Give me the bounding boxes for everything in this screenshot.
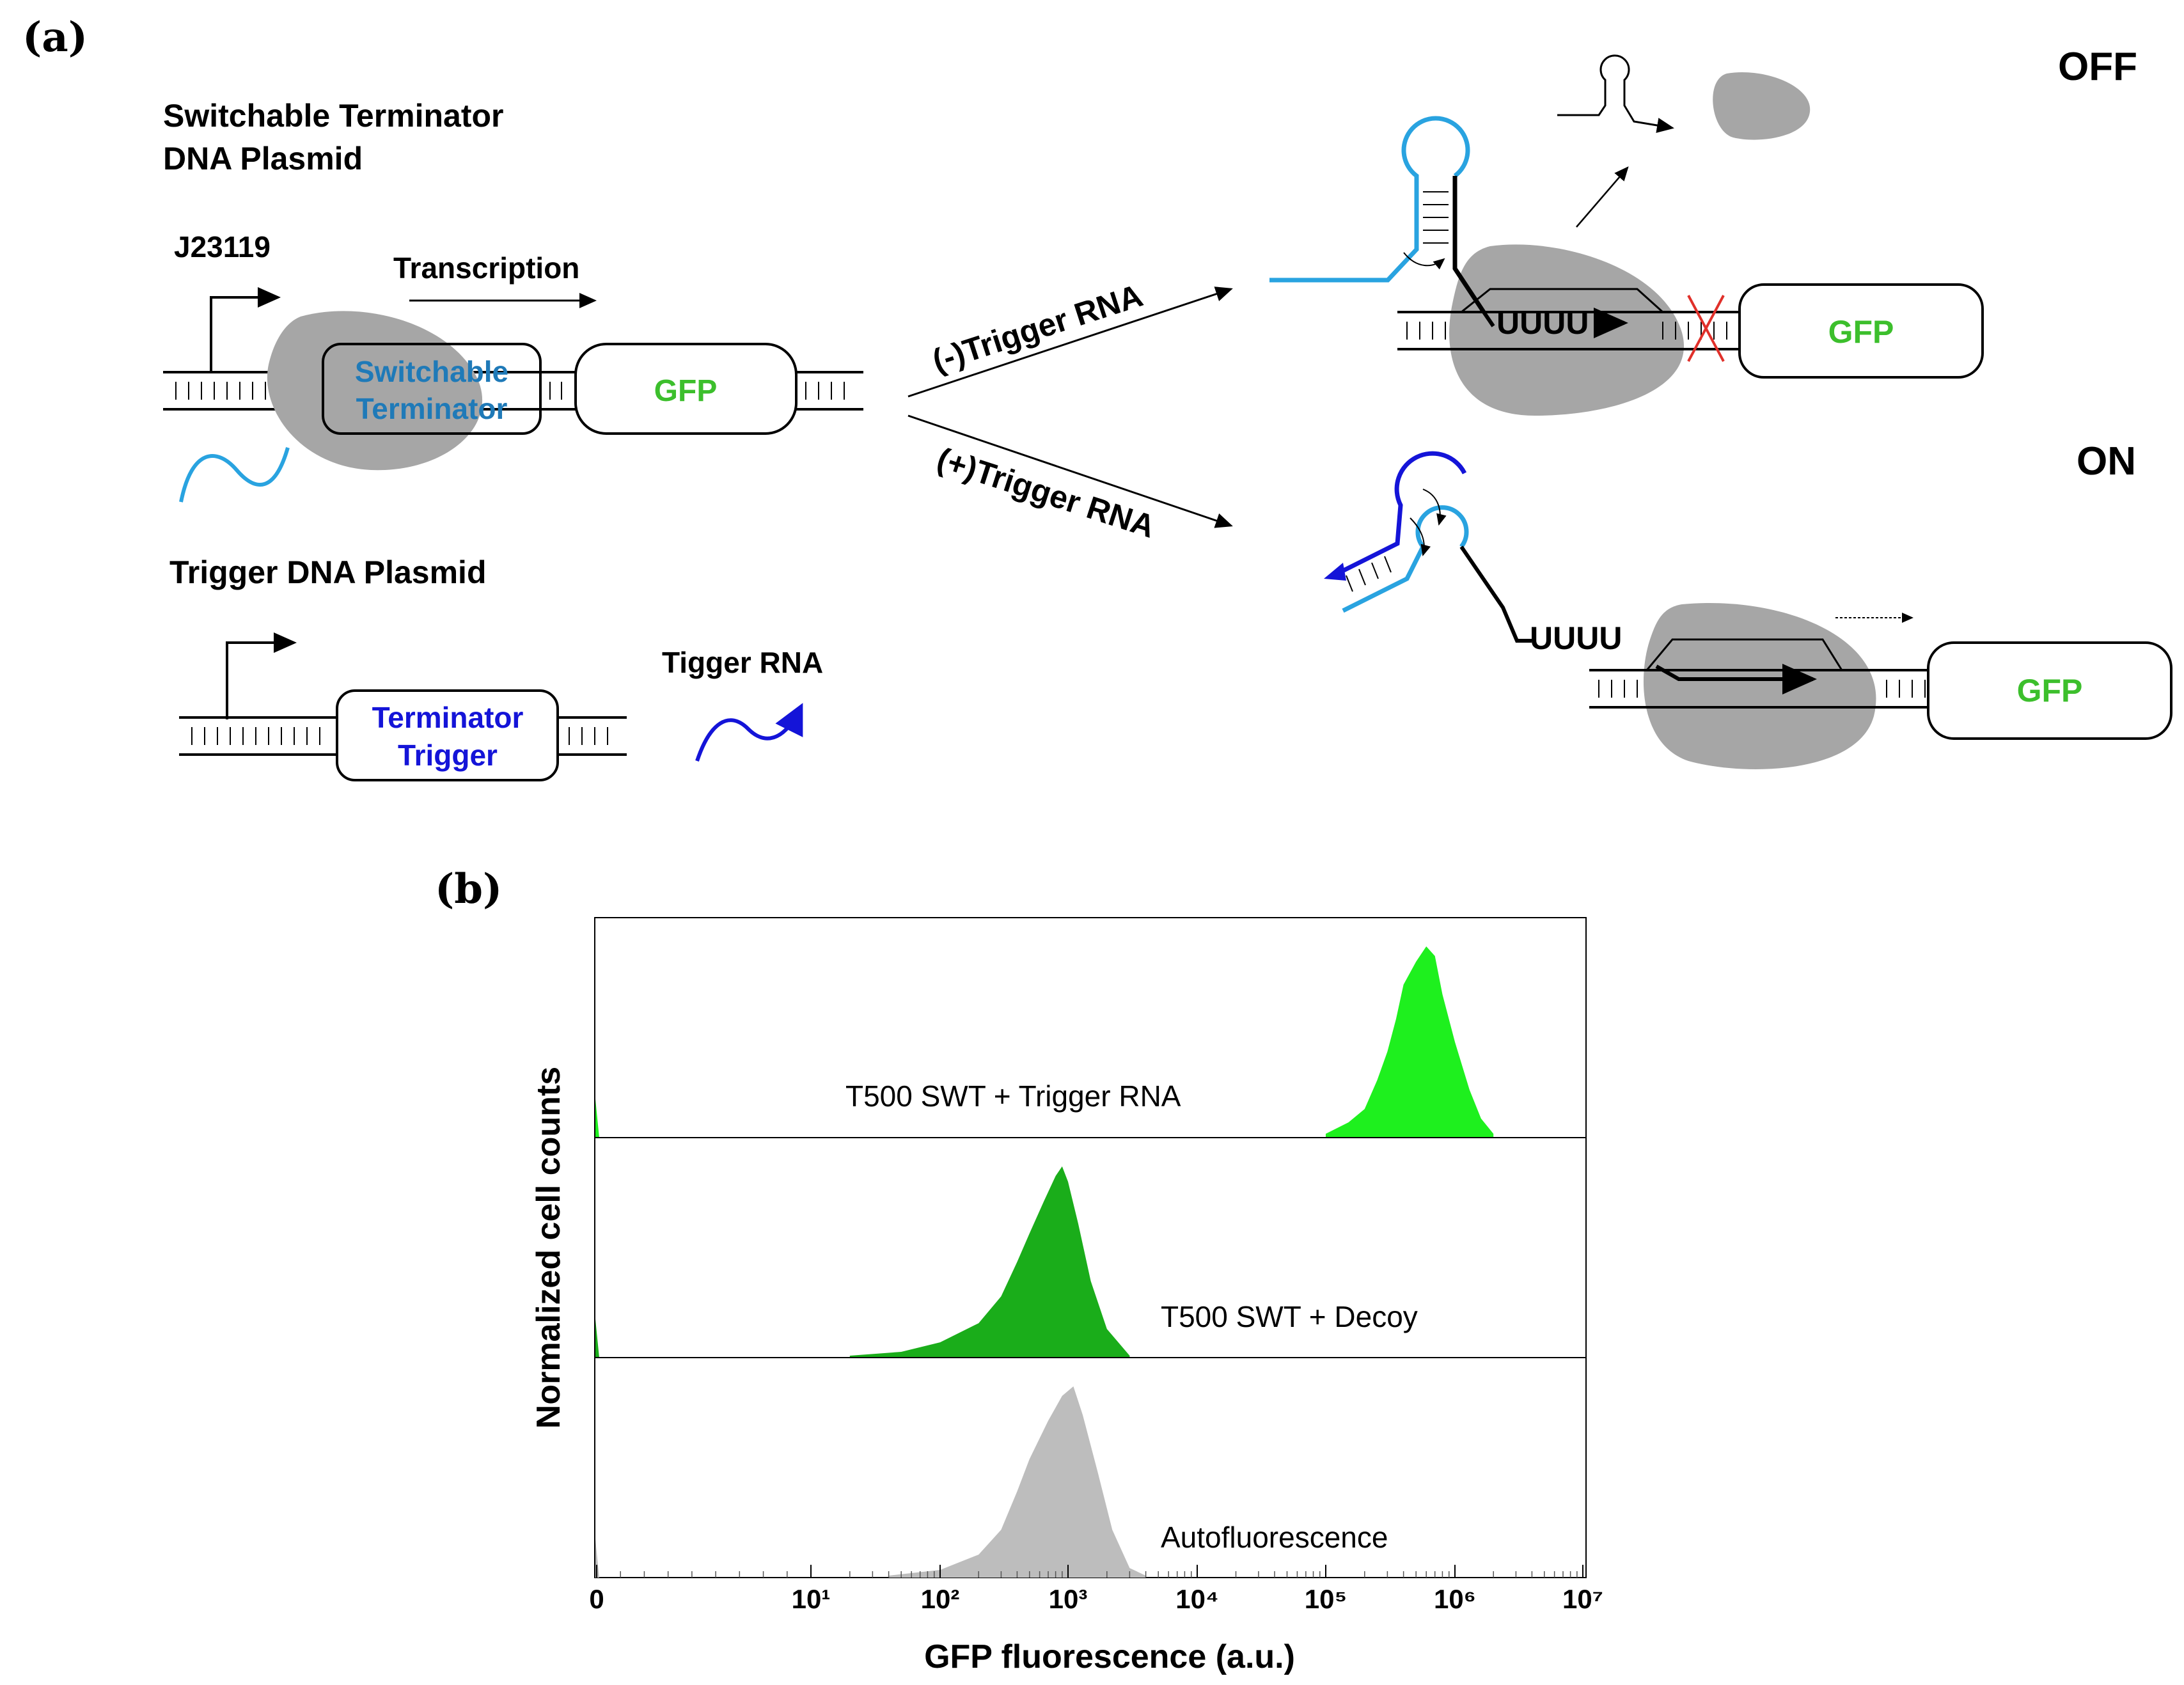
x-tick-label: 10⁵	[1305, 1584, 1347, 1614]
panel-b-label: (b)	[435, 865, 502, 913]
gfp-label-on: GFP	[2017, 673, 2083, 709]
trigger-promoter-arrow	[226, 632, 297, 719]
x-tick-label: 10²	[921, 1584, 960, 1614]
y-axis-label: Normalized cell counts	[530, 1067, 567, 1429]
plasmid1-title-line2: DNA Plasmid	[163, 141, 363, 176]
on-label: ON	[2077, 439, 2136, 483]
on-dna	[1589, 669, 1931, 709]
minus-trigger-arrow	[907, 286, 1233, 398]
rna-polymerase-off	[1449, 244, 1685, 416]
panel-a-label: (a)	[22, 13, 88, 61]
gfp-label-off: GFP	[1828, 314, 1894, 350]
flow-cytometry-chart: T500 SWT + Trigger RNA T500 SWT + DecoyAu…	[530, 917, 1603, 1675]
transcription-label: Transcription	[393, 251, 579, 285]
off-hairpin-stem	[1452, 176, 1486, 313]
x-tick-label: 0	[589, 1584, 604, 1614]
series-label-3: Autofluorescence	[1161, 1521, 1388, 1554]
switchable-terminator-line2: Terminator	[356, 392, 508, 425]
zero-spike-2	[595, 1319, 599, 1358]
promoter-arrow	[210, 287, 281, 371]
on-trigger-strand	[1332, 451, 1467, 578]
on-transcript	[1459, 545, 1532, 643]
plasmid1-title-line1: Switchable Terminator	[163, 98, 504, 134]
on-bubble	[1646, 638, 1843, 671]
promoter-label: J23119	[174, 230, 271, 263]
plasmid2-title: Trigger DNA Plasmid	[169, 554, 486, 590]
terminator-trigger-line2: Trigger	[398, 739, 498, 772]
histogram-2	[849, 1166, 1130, 1358]
nascent-rna	[179, 447, 290, 503]
x-tick-label: 10¹	[792, 1584, 831, 1614]
series-label-1: T500 SWT + Trigger RNA	[845, 1079, 1181, 1113]
plus-trigger-arrow	[907, 414, 1233, 528]
on-uuuu: UUUU	[1530, 620, 1622, 656]
released-polymerase	[1713, 72, 1811, 140]
gfp-box-on	[1927, 641, 2172, 740]
off-label: OFF	[2058, 45, 2137, 89]
x-axis-label: GFP fluorescence (a.u.)	[924, 1638, 1295, 1675]
rna-polymerase-1	[267, 311, 483, 471]
off-dna	[1397, 311, 1740, 350]
histogram-3	[888, 1386, 1146, 1578]
gfp-box-off	[1738, 283, 1984, 379]
zero-spike-1	[595, 1099, 599, 1138]
switchable-terminator-box	[322, 343, 542, 435]
x-tick-label: 10⁷	[1562, 1584, 1603, 1614]
tigger-rna-label: Tigger RNA	[662, 646, 823, 679]
off-hairpin-pairs	[1423, 191, 1449, 244]
release-arrow	[1576, 166, 1629, 228]
gfp-box-1	[574, 343, 797, 435]
on-duplex-pairs	[1346, 556, 1392, 592]
off-hairpin	[1269, 116, 1470, 283]
x-tick-label: 10³	[1049, 1584, 1088, 1614]
switchable-terminator-line1: Switchable	[355, 355, 508, 388]
terminator-trigger-line1: Terminator	[372, 701, 524, 734]
rna-polymerase-on	[1643, 602, 1876, 769]
terminator-trigger-box	[336, 689, 559, 781]
x-tick-label: 10⁴	[1175, 1584, 1219, 1614]
x-tick-label: 10⁶	[1434, 1584, 1476, 1614]
released-transcript	[1557, 54, 1674, 133]
trigger-rna-squiggle	[695, 703, 803, 762]
off-uuuu: UUUU	[1497, 305, 1589, 341]
termination-x	[1687, 295, 1725, 362]
gfp-label-1: GFP	[654, 374, 718, 408]
histogram-1	[1326, 946, 1494, 1138]
series-label-2: T500 SWT + Decoy	[1161, 1300, 1418, 1333]
plus-trigger-label: (+)Trigger RNA	[933, 441, 1159, 545]
